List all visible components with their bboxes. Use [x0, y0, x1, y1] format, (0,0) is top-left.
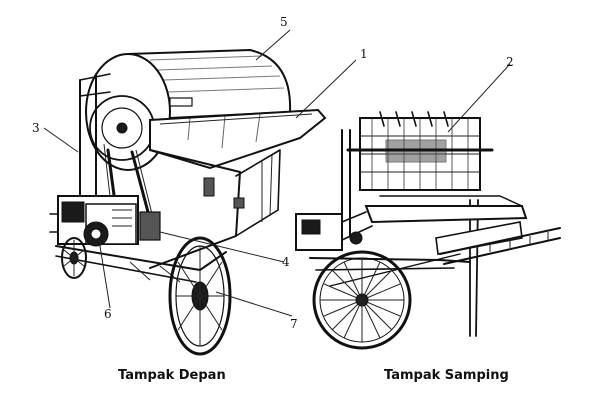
- callout-2: 2: [506, 55, 514, 69]
- callout-1: 1: [360, 47, 368, 61]
- drum-cover: [85, 49, 292, 171]
- front-leader-lines: [43, 29, 357, 317]
- callout-7: 7: [290, 317, 298, 331]
- side-chassis: [309, 253, 471, 287]
- callout-6: 6: [104, 307, 112, 321]
- threshing-cylinder: [346, 111, 494, 191]
- side-tray: [364, 195, 528, 255]
- small-wheel: [61, 237, 87, 279]
- large-wheel: [168, 236, 232, 356]
- callout-4: 4: [282, 255, 290, 269]
- drum-pulley: [89, 95, 155, 161]
- side-engine: [295, 211, 373, 251]
- side-view-drawing: [295, 63, 561, 350]
- side-leader-lines: [447, 63, 511, 133]
- callout-labels: 5 1 2 3 4 6 7: [32, 15, 514, 331]
- callout-3: 3: [32, 121, 40, 135]
- side-wheel: [312, 250, 412, 350]
- caption-side-view: Tampak Samping: [384, 368, 509, 383]
- caption-front-view: Tampak Depan: [118, 368, 226, 383]
- feeding-tray: [149, 108, 327, 170]
- callout-5: 5: [280, 15, 288, 29]
- tow-handle: [439, 227, 561, 265]
- front-view-drawing: [43, 29, 357, 356]
- engine: [49, 195, 161, 247]
